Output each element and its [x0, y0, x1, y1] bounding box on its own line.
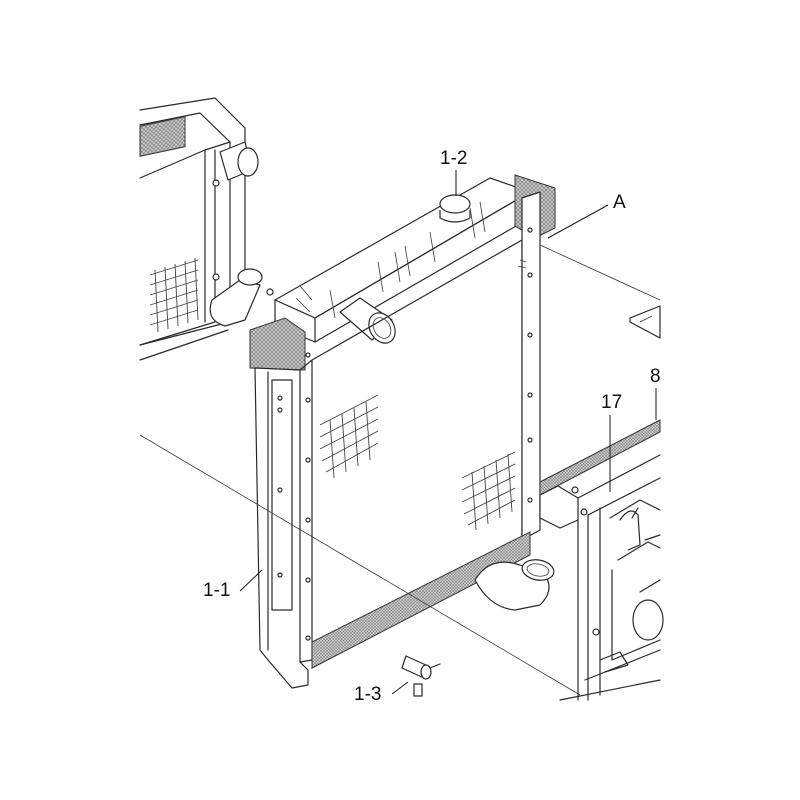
top-left-foam-pad — [249, 317, 306, 371]
right-side-frame — [517, 191, 541, 541]
label-1-1: 1-1 — [203, 580, 230, 601]
rear-radiator-assembly — [139, 97, 274, 361]
drain-valve — [401, 655, 441, 697]
left-side-frame — [254, 352, 313, 689]
label-8: 8 — [650, 366, 661, 387]
main-radiator — [249, 174, 556, 697]
rear-core-grid — [149, 257, 199, 333]
lower-outlet-hose — [474, 559, 555, 611]
upper-outlet-pipe — [339, 297, 396, 344]
fan-shroud-section — [539, 419, 664, 701]
bottom-foam-strip — [311, 531, 531, 669]
callout-1-1: 1-1 — [203, 569, 263, 601]
callout-a: A — [547, 192, 626, 239]
label-1-3: 1-3 — [354, 684, 381, 705]
label-17: 17 — [601, 392, 622, 413]
label-a: A — [613, 192, 626, 213]
top-tank — [274, 177, 531, 343]
callout-1-3: 1-3 — [354, 681, 409, 705]
shroud-foam-strip-8 — [539, 419, 661, 496]
label-1-2: 1-2 — [440, 148, 467, 169]
rear-upper-pipe — [212, 141, 259, 187]
filler-cap — [439, 194, 471, 223]
callout-1-2: 1-2 — [440, 148, 467, 196]
mount-bracket-right — [629, 305, 661, 339]
core-grid-lower — [461, 451, 516, 531]
rear-lower-elbow — [209, 268, 274, 327]
callout-17: 17 — [601, 392, 622, 492]
reference-line-a — [539, 244, 661, 301]
callout-8: 8 — [650, 366, 661, 420]
rear-foam-pad — [139, 116, 186, 157]
reference-diagonal-line — [139, 434, 581, 696]
core-grid-upper — [319, 394, 379, 479]
